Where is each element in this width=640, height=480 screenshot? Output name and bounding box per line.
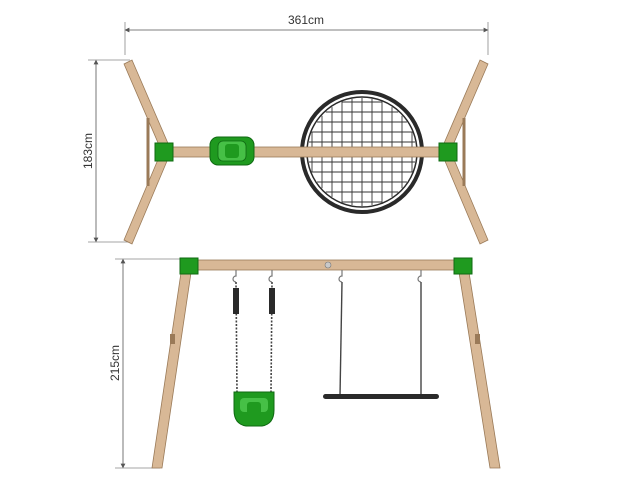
front-left-leg xyxy=(151,265,193,469)
top-view xyxy=(123,59,489,245)
top-beam xyxy=(159,146,453,158)
depth-dimension: 183cm xyxy=(81,59,130,243)
baby-seat-front xyxy=(233,281,275,427)
width-dimension: 361cm xyxy=(124,13,489,55)
right-bracket-front xyxy=(453,257,473,275)
nest-swing-front xyxy=(323,281,439,399)
right-bracket-top xyxy=(438,142,458,162)
width-label: 361cm xyxy=(288,13,324,27)
swing-hooks xyxy=(232,270,422,283)
top-left-a-frame xyxy=(123,59,171,245)
height-label: 215cm xyxy=(108,345,122,381)
left-bracket-top xyxy=(154,142,174,162)
left-bracket-front xyxy=(179,257,199,275)
front-right-leg xyxy=(457,265,501,469)
baby-seat-top xyxy=(209,136,255,166)
depth-label: 183cm xyxy=(81,133,95,169)
front-view xyxy=(151,257,501,469)
height-dimension: 215cm xyxy=(108,258,185,469)
